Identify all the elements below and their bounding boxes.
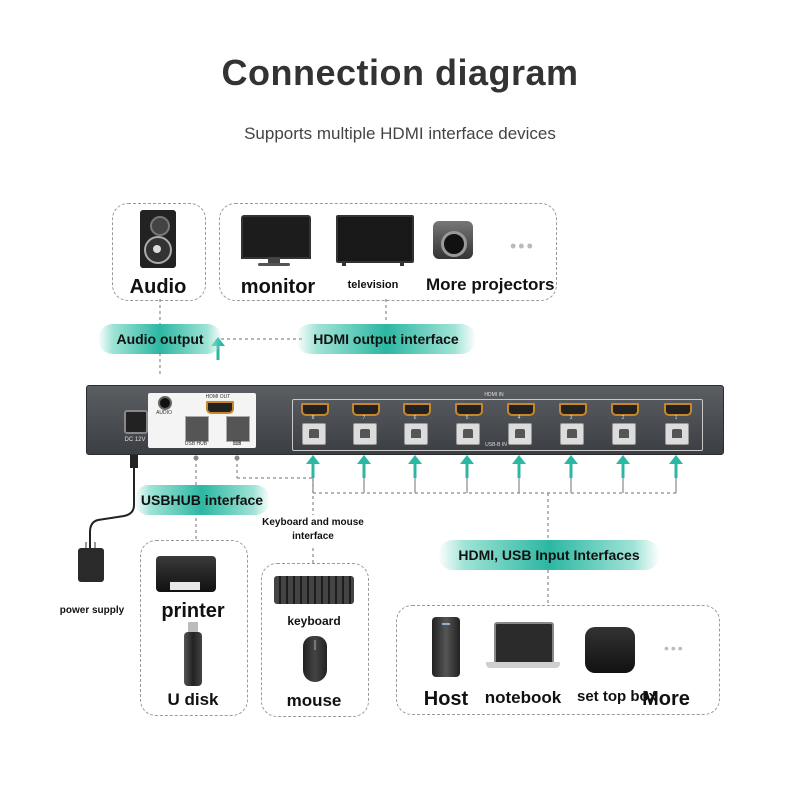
usb-b-in-port-icon xyxy=(508,423,532,445)
more-label: More xyxy=(642,688,690,710)
speaker-icon xyxy=(140,210,176,268)
hdmi-output-pill: HDMI output interface xyxy=(296,324,476,354)
notebook-screen-icon xyxy=(494,622,554,664)
audio-panel-label: AUDIO xyxy=(156,410,172,416)
usb-b-in-port-icon xyxy=(665,423,689,445)
audio-jack-icon xyxy=(158,396,172,410)
power-supply-label: power supply xyxy=(59,605,125,616)
usb-b-in-port-icon xyxy=(353,423,377,445)
keyboard-mouse-panel-symbol: ⌨ xyxy=(232,441,242,447)
monitor-base-icon xyxy=(258,263,290,266)
audio-output-pill: Audio output xyxy=(98,324,222,354)
hdmi-in-port-icon xyxy=(403,403,431,416)
port-number-label: 2 xyxy=(621,415,625,421)
audio-label: Audio xyxy=(129,276,187,298)
dc-port-icon xyxy=(124,410,148,434)
hdmi-out-port-icon xyxy=(206,401,234,414)
host-label: Host xyxy=(423,688,469,710)
hdmi-in-panel-label: HDMI IN xyxy=(484,392,504,398)
printer-icon xyxy=(156,556,216,592)
host-pc-icon xyxy=(432,617,460,677)
usb-b-in-port-icon xyxy=(404,423,428,445)
port-number-label: 1 xyxy=(674,415,678,421)
display-devices-box xyxy=(219,203,557,301)
udisk-label: U disk xyxy=(167,690,219,709)
monitor-label: monitor xyxy=(240,276,316,298)
usb-hub-panel-label: USB HUB xyxy=(184,441,208,447)
keyboard-port-icon xyxy=(226,416,250,442)
printer-label: printer xyxy=(161,600,225,622)
port-number-label: 6 xyxy=(413,415,417,421)
dc-label: DC 12V xyxy=(124,437,146,443)
television-icon xyxy=(336,215,414,263)
usbhub-devices-box xyxy=(140,540,248,716)
hdmi-usb-input-pill: HDMI, USB Input Interfaces xyxy=(438,540,660,570)
keyboard-mouse-interface-label: Keyboard and mouse interface xyxy=(258,516,368,544)
hdmi-in-port-icon xyxy=(559,403,587,416)
keyboard-mouse-box xyxy=(261,563,369,717)
input-port-area xyxy=(292,399,703,451)
input-devices-box xyxy=(396,605,720,715)
usb-b-in-panel-label: USB-B IN xyxy=(485,442,507,448)
page-title: Connection diagram xyxy=(221,52,579,93)
set-top-box-icon xyxy=(585,627,635,673)
projectors-label: More projectors xyxy=(426,275,555,294)
keyboard-icon xyxy=(274,576,354,604)
usb-b-in-port-icon xyxy=(456,423,480,445)
hdmi-in-port-icon xyxy=(352,403,380,416)
projector-icon xyxy=(433,221,473,259)
tv-leg-right-icon xyxy=(400,261,404,266)
keyboard-label: keyboard xyxy=(287,614,341,628)
hdmi-in-port-icon xyxy=(507,403,535,416)
port-number-label: 7 xyxy=(362,415,366,421)
mouse-label: mouse xyxy=(286,691,342,710)
usb-hub-port-icon xyxy=(185,416,209,442)
more-dots-icon: ••• xyxy=(510,236,535,256)
notebook-label: notebook xyxy=(484,688,562,707)
television-label: television xyxy=(347,279,399,291)
monitor-icon xyxy=(241,215,311,259)
port-number-label: 4 xyxy=(517,415,521,421)
power-adapter-icon xyxy=(78,542,104,582)
usb-b-in-port-icon xyxy=(560,423,584,445)
settop-label: set top box xyxy=(576,688,657,705)
page-subtitle: Supports multiple HDMI interface devices xyxy=(244,124,556,143)
port-number-label: 8 xyxy=(311,415,315,421)
more-input-dots-icon: ••• xyxy=(664,640,685,656)
port-number-label: 3 xyxy=(569,415,573,421)
hdmi-in-port-icon xyxy=(455,403,483,416)
hdmi-in-port-icon xyxy=(664,403,692,416)
notebook-base-icon xyxy=(486,662,560,668)
usb-disk-icon xyxy=(184,622,202,686)
audio-device-box xyxy=(112,203,206,301)
hdmi-in-port-icon xyxy=(611,403,639,416)
usbhub-pill: USBHUB interface xyxy=(134,485,270,515)
monitor-stand-icon xyxy=(268,257,280,263)
tv-leg-left-icon xyxy=(342,261,346,266)
usb-b-in-port-icon xyxy=(302,423,326,445)
port-number-label: 5 xyxy=(465,415,469,421)
hdmi-in-port-icon xyxy=(301,403,329,416)
hdmi-out-panel-label: HDMI OUT xyxy=(205,394,231,400)
usb-b-in-port-icon xyxy=(612,423,636,445)
mouse-icon xyxy=(303,636,327,682)
